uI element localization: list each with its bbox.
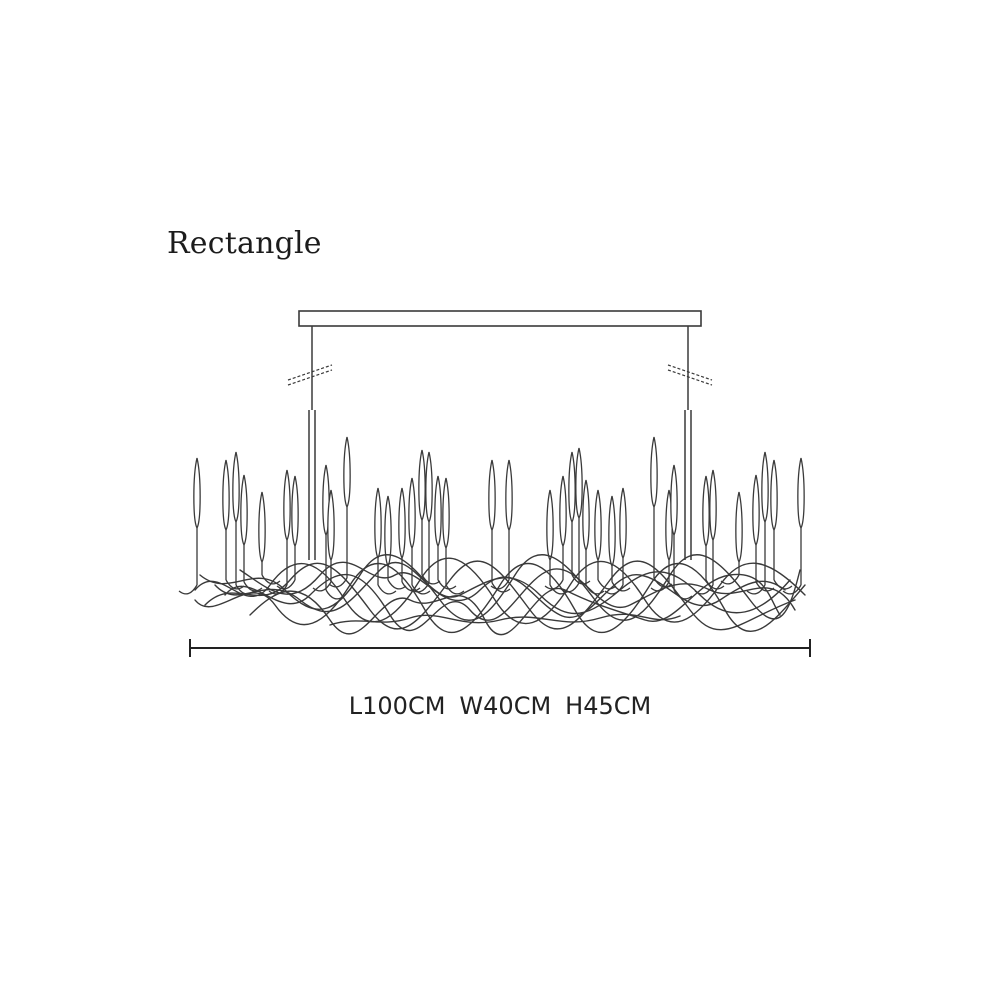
candle-cap — [619, 487, 627, 560]
candle-hook — [387, 579, 407, 590]
candle-cap — [752, 474, 760, 547]
length-value: L100CM — [348, 692, 446, 720]
candle-cap — [258, 491, 266, 564]
candle-hook — [597, 579, 617, 590]
candle-cap — [327, 489, 335, 562]
candle-cap — [434, 475, 442, 548]
candle-cap — [735, 491, 743, 564]
height-value: H45CM — [565, 692, 652, 720]
candle-cap — [568, 451, 576, 524]
candle-cap — [343, 436, 351, 509]
candle-hook — [782, 584, 802, 595]
candle-cap — [650, 436, 658, 509]
candle-hook — [437, 579, 457, 590]
candle-cap — [670, 464, 678, 537]
candle-cap — [442, 477, 450, 550]
candle-hook — [225, 579, 245, 590]
candle-cap — [546, 489, 554, 562]
dimension-line-icon — [189, 639, 811, 657]
candle-cap — [594, 489, 602, 562]
candle-cap — [582, 479, 590, 552]
candle-cap — [222, 459, 230, 532]
candle-cap — [559, 475, 567, 548]
ceiling-canopy — [298, 310, 702, 327]
candle-hook — [411, 584, 431, 595]
candle-cap — [374, 487, 382, 560]
candle-arms — [178, 436, 805, 600]
shape-title: Rectangle — [167, 226, 322, 261]
candle-cap — [761, 451, 769, 524]
candle-hook — [445, 584, 465, 595]
candle-hook — [491, 582, 511, 593]
candle-cap — [425, 451, 433, 524]
candle-hook — [178, 584, 198, 595]
candle-cap — [291, 475, 299, 548]
candle-cap — [709, 469, 717, 542]
candle-cap — [488, 459, 496, 532]
candle-hook — [243, 581, 263, 592]
candle-cap — [232, 451, 240, 524]
candle-cap — [797, 457, 805, 530]
candle-cap — [398, 487, 406, 560]
candle-hook — [611, 581, 631, 592]
candle-cap — [608, 495, 616, 568]
candle-hook — [276, 579, 296, 590]
candle-cap — [418, 449, 426, 522]
candle-cap — [240, 474, 248, 547]
suspension-rods — [308, 326, 692, 560]
candle-hook — [571, 574, 591, 585]
rod-break-marks — [287, 364, 713, 386]
candle-hook — [401, 581, 421, 592]
candle-cap — [702, 475, 710, 548]
candle-cap — [505, 459, 513, 532]
tangled-base-wires — [194, 554, 806, 636]
candle-cap — [770, 459, 778, 532]
candle-cap — [193, 457, 201, 530]
candle-hook — [421, 574, 441, 585]
candle-cap — [408, 477, 416, 550]
candle-cap — [283, 469, 291, 542]
candle-hook — [377, 584, 397, 595]
candle-cap — [575, 447, 583, 520]
dimension-readout: L100CM W40CM H45CM — [0, 692, 1000, 720]
width-value: W40CM — [459, 692, 552, 720]
